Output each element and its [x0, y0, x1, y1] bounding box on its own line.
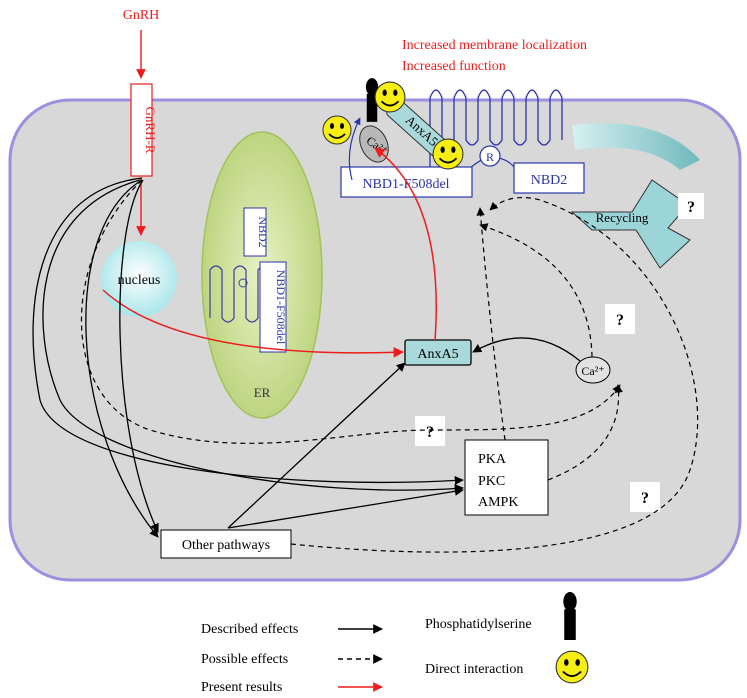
receptor-to-kinase-arrow-1 — [32, 177, 464, 486]
membrane-effect-line1: Increased membrane localization — [402, 38, 587, 53]
smiley-icon — [322, 115, 352, 145]
question-lower: ? — [641, 490, 649, 507]
er-label: ER — [254, 385, 271, 400]
pka-label: PKA — [478, 452, 507, 467]
nbd2-membrane-box — [513, 162, 585, 194]
gnrh-r-box — [130, 83, 153, 177]
r-domain — [479, 145, 501, 167]
legend-phosphatidylserine-icon — [563, 592, 577, 640]
other-to-membrane-dashed — [290, 197, 699, 553]
legend-possible-label: Possible effects — [201, 652, 288, 667]
er-nbd2-label: NBD2 — [256, 216, 270, 247]
legend-described-label: Described effects — [201, 622, 298, 637]
legend-direct-interaction-label: Direct interaction — [425, 662, 523, 677]
smiley-icon — [374, 81, 406, 113]
r-domain-label: R — [486, 150, 494, 164]
er-nbd1-label: NBD1-F508del — [274, 270, 288, 345]
nbd1-membrane-label: NBD1-F508del — [362, 177, 449, 192]
legend-smiley-icon — [555, 650, 589, 684]
question-box-upper — [605, 304, 635, 334]
recycling-arc — [572, 123, 700, 170]
kinase-box — [464, 439, 549, 516]
ca-to-membrane-dashed — [479, 223, 593, 358]
ca-center — [575, 356, 611, 384]
gnrh-label: GnRH — [123, 8, 160, 23]
question-middle: ? — [426, 424, 434, 441]
anxa5-center-box — [404, 339, 472, 366]
er-nbd1-box — [259, 261, 287, 353]
receptor-to-ca-dashed — [80, 179, 621, 444]
nbd2-membrane-label: NBD2 — [531, 173, 568, 188]
question-box-lower — [630, 482, 660, 512]
receptor-to-other-arrow-1 — [85, 179, 159, 538]
nucleus-label: nucleus — [118, 273, 161, 288]
other-to-kinase-arrow — [227, 486, 464, 529]
question-box-recycling — [678, 193, 704, 219]
membrane-effect-line2: Increased function — [402, 59, 506, 74]
legend-phosphatidylserine-label: Phosphatidylserine — [425, 617, 532, 632]
pkc-label: PKC — [478, 474, 505, 489]
nbd1-blue-arrow — [348, 117, 361, 181]
other-pathways-box — [160, 529, 292, 559]
ca-center-label: Ca²⁺ — [581, 364, 604, 378]
anxa5-center-label: AnxA5 — [417, 347, 458, 362]
ampk-label: AMPK — [478, 495, 518, 510]
smiley-icon — [432, 138, 464, 170]
question-box-middle — [415, 416, 445, 446]
other-pathways-label: Other pathways — [182, 538, 270, 553]
nucleus-to-anxa5-arrow — [102, 289, 405, 358]
er-nbd2-box — [243, 207, 267, 257]
ca-to-anxa5-arrow — [472, 337, 581, 362]
er-protein-loops — [209, 265, 271, 323]
gnrh-r-label: GnRH-R — [143, 107, 158, 154]
legend-present-label: Present results — [201, 680, 282, 695]
other-to-anxa5-arrow — [227, 362, 406, 529]
question-upper: ? — [616, 312, 624, 329]
anxa5-to-membrane-arrow — [374, 147, 437, 341]
recycling-label: Recycling — [596, 210, 649, 225]
receptor-to-other-arrow-2 — [119, 179, 159, 533]
question-recycling: ? — [687, 199, 695, 216]
er-r-domain — [238, 278, 248, 288]
kinase-to-membrane-dashed — [476, 207, 506, 441]
receptor-to-kinase-arrow-2 — [42, 179, 464, 494]
